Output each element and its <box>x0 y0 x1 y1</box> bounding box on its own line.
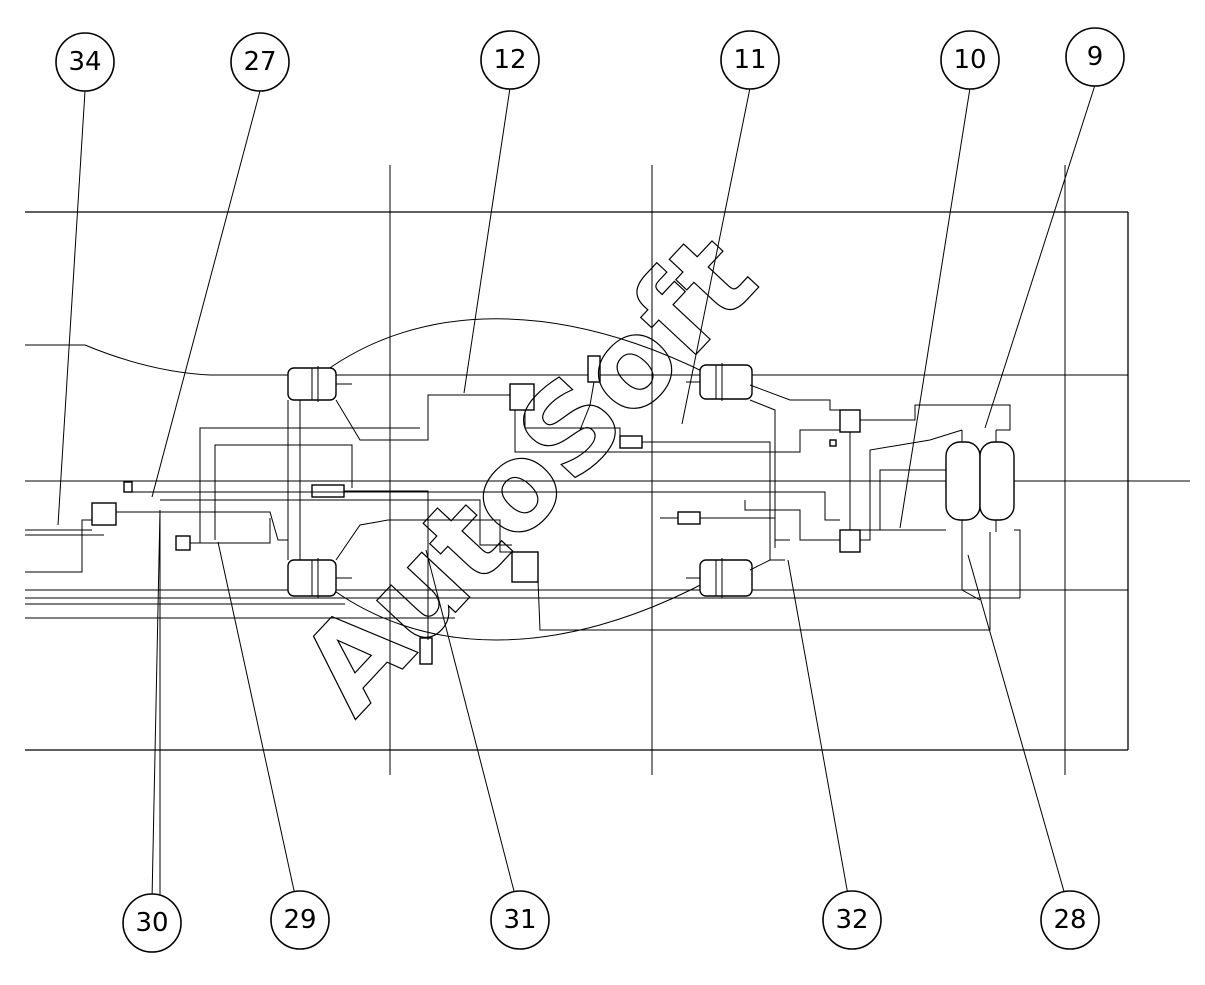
callout-11: 11 <box>720 30 780 90</box>
callout-11-label: 11 <box>733 45 766 75</box>
callout-10: 10 <box>940 30 1000 90</box>
callout-29-label: 29 <box>283 905 316 935</box>
watermark: AutoSoft <box>274 208 784 740</box>
callout-9: 9 <box>1065 27 1125 87</box>
callout-28-label: 28 <box>1053 905 1086 935</box>
callout-32: 32 <box>822 890 882 950</box>
callout-27: 27 <box>230 32 290 92</box>
callout-29: 29 <box>270 890 330 950</box>
callout-31-label: 31 <box>503 905 536 935</box>
chassis-frame <box>25 165 1190 775</box>
callout-28: 28 <box>1040 890 1100 950</box>
callout-31: 31 <box>490 890 550 950</box>
leader-lines <box>57 84 1096 901</box>
air-lines <box>25 381 1021 900</box>
callout-10-label: 10 <box>953 45 986 75</box>
brake-chamber-front-bottom <box>287 558 352 598</box>
callout-34: 34 <box>55 32 115 92</box>
air-reservoirs <box>945 430 1015 532</box>
callout-30: 30 <box>122 893 182 953</box>
brake-chamber-rear-bottom <box>686 558 753 598</box>
brake-chamber-rear-top <box>686 363 753 401</box>
callout-12-label: 12 <box>493 45 526 75</box>
callout-34-label: 34 <box>68 47 101 77</box>
callout-32-label: 32 <box>835 905 868 935</box>
watermark-text: AutoSoft <box>275 209 784 740</box>
callout-30-label: 30 <box>135 908 168 938</box>
callout-12: 12 <box>480 30 540 90</box>
callout-27-label: 27 <box>243 47 276 77</box>
callout-9-label: 9 <box>1087 42 1104 72</box>
brake-chamber-front-top <box>287 366 352 402</box>
